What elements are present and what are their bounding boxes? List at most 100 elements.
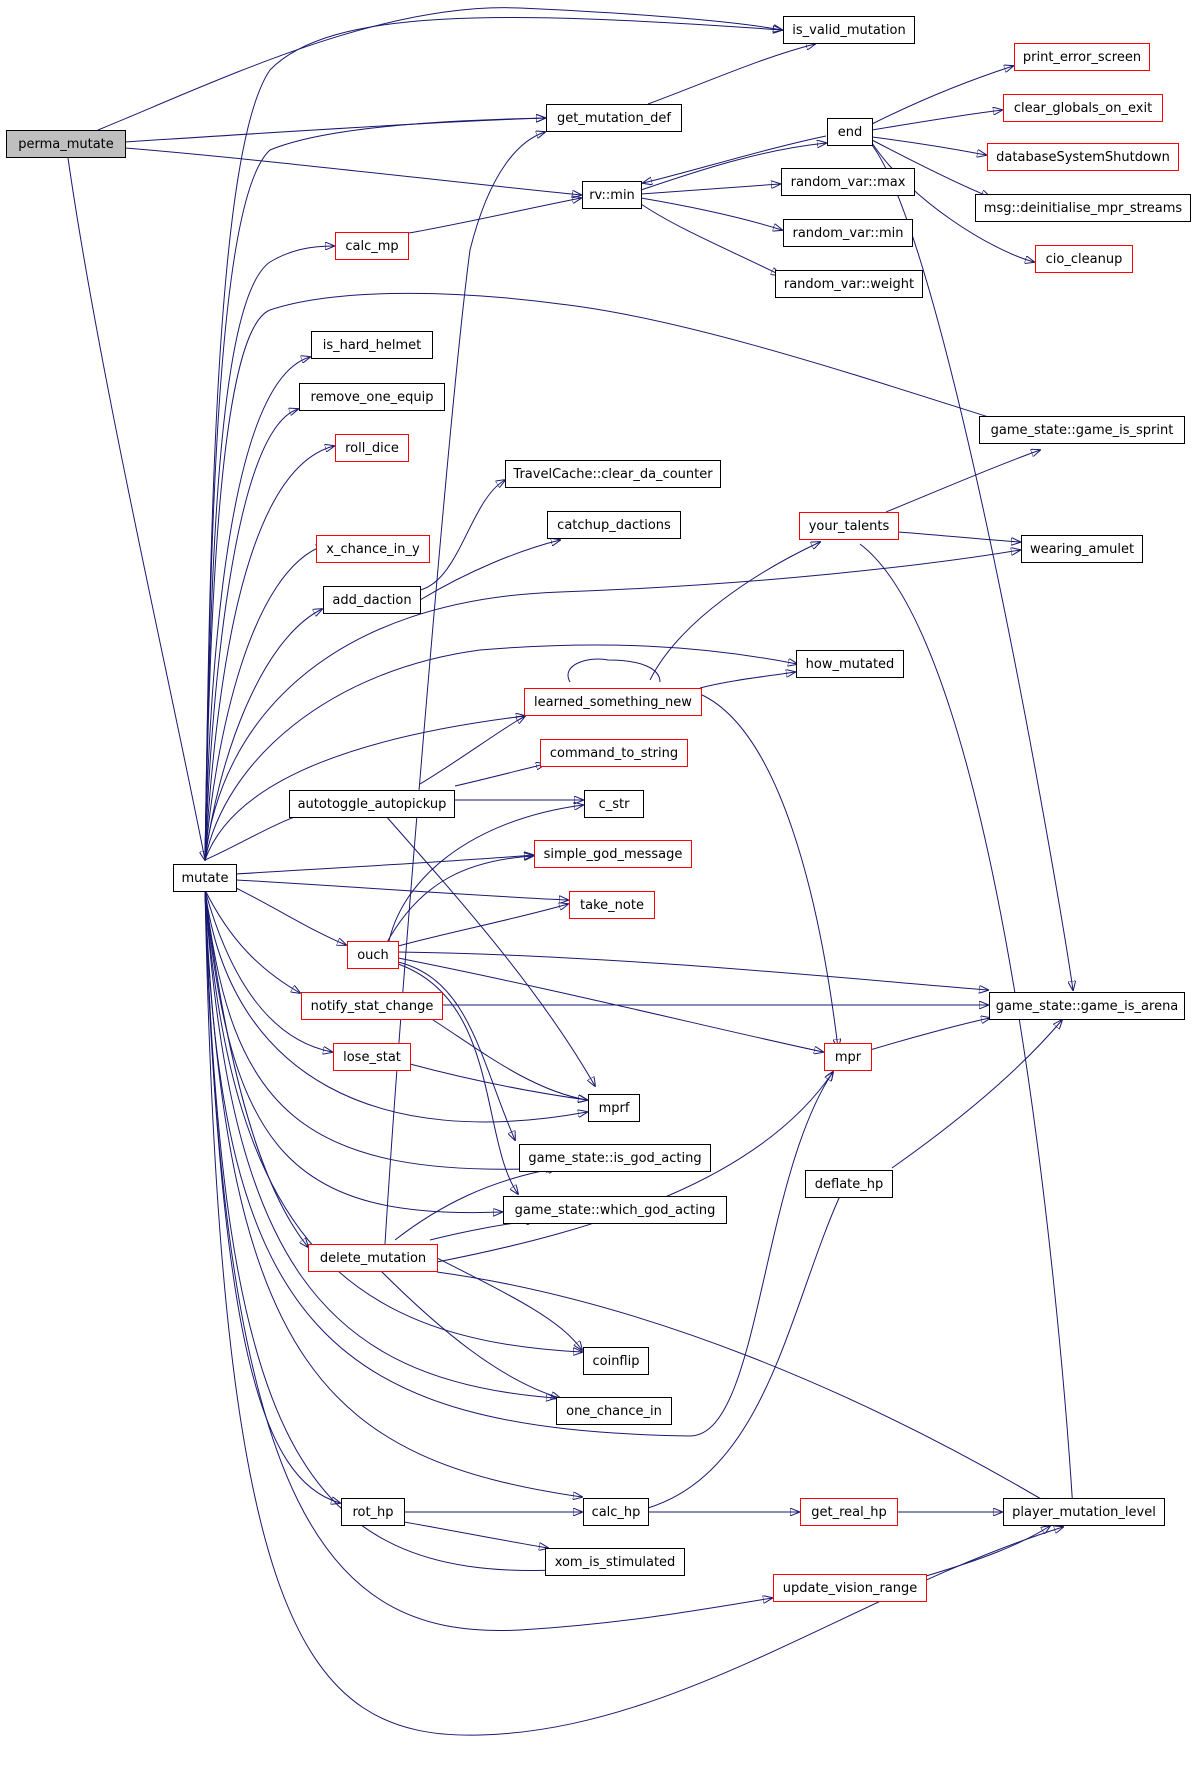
msg-deinitialise-label: msg::deinitialise_mpr_streams <box>983 200 1183 216</box>
deflate-hp-node[interactable]: deflate_hp <box>805 1170 893 1198</box>
which-god-acting-node[interactable]: game_state::which_god_acting <box>503 1196 727 1224</box>
how-mutated-label: how_mutated <box>805 656 895 672</box>
mprf-label: mprf <box>598 1100 630 1116</box>
random-var-min-node[interactable]: random_var::min <box>783 219 913 247</box>
learned-something-new-label: learned_something_new <box>534 694 692 710</box>
xom-is-stimulated-node[interactable]: xom_is_stimulated <box>545 1548 685 1576</box>
take-note-node[interactable]: take_note <box>569 891 655 919</box>
is-valid-mutation-node[interactable]: is_valid_mutation <box>783 16 915 44</box>
command-to-string-label: command_to_string <box>549 745 679 761</box>
random-var-max-node[interactable]: random_var::max <box>781 168 915 196</box>
calc-mp-label: calc_mp <box>345 238 399 254</box>
which-god-acting-label: game_state::which_god_acting <box>514 1202 716 1218</box>
database-system-shutdown-label: databaseSystemShutdown <box>996 149 1170 165</box>
get-mutation-def-label: get_mutation_def <box>556 110 672 126</box>
travelcache-clear-node[interactable]: TravelCache::clear_da_counter <box>505 460 721 488</box>
get-mutation-def-node[interactable]: get_mutation_def <box>546 104 682 132</box>
is-god-acting-node[interactable]: game_state::is_god_acting <box>519 1144 711 1172</box>
random-var-weight-node[interactable]: random_var::weight <box>775 270 923 298</box>
simple-god-message-node[interactable]: simple_god_message <box>534 840 692 868</box>
cio-cleanup-label: cio_cleanup <box>1045 251 1123 267</box>
random-var-weight-label: random_var::weight <box>783 276 915 292</box>
player-mutation-level-label: player_mutation_level <box>1012 1504 1156 1520</box>
roll-dice-label: roll_dice <box>345 440 399 456</box>
coinflip-label: coinflip <box>592 1353 640 1369</box>
rv-min-node[interactable]: rv::min <box>582 181 642 209</box>
command-to-string-node[interactable]: command_to_string <box>540 739 688 767</box>
learned-something-new-node[interactable]: learned_something_new <box>524 688 702 716</box>
remove-one-equip-label: remove_one_equip <box>310 389 434 405</box>
end-label: end <box>837 124 863 140</box>
clear-globals-on-exit-node[interactable]: clear_globals_on_exit <box>1003 94 1163 122</box>
cio-cleanup-node[interactable]: cio_cleanup <box>1035 245 1133 273</box>
game-is-arena-label: game_state::game_is_arena <box>995 998 1179 1014</box>
is-hard-helmet-node[interactable]: is_hard_helmet <box>311 331 433 359</box>
print-error-screen-label: print_error_screen <box>1022 49 1142 65</box>
update-vision-range-label: update_vision_range <box>782 1580 918 1596</box>
your-talents-label: your_talents <box>808 518 890 534</box>
get-real-hp-node[interactable]: get_real_hp <box>800 1498 898 1526</box>
update-vision-range-node[interactable]: update_vision_range <box>773 1574 927 1602</box>
wearing-amulet-label: wearing_amulet <box>1029 541 1135 557</box>
perma-mutate-label: perma_mutate <box>18 136 114 152</box>
mpr-label: mpr <box>834 1049 862 1065</box>
rot-hp-label: rot_hp <box>352 1504 394 1520</box>
mprf-node[interactable]: mprf <box>588 1094 640 1122</box>
rv-min-label: rv::min <box>589 187 635 203</box>
calc-hp-label: calc_hp <box>591 1504 641 1520</box>
lose-stat-node[interactable]: lose_stat <box>333 1043 411 1071</box>
delete-mutation-node[interactable]: delete_mutation <box>308 1244 438 1272</box>
wearing-amulet-node[interactable]: wearing_amulet <box>1021 535 1143 563</box>
take-note-label: take_note <box>580 897 644 913</box>
calc-mp-node[interactable]: calc_mp <box>335 232 409 260</box>
x-chance-in-y-node[interactable]: x_chance_in_y <box>316 535 430 563</box>
calc-hp-node[interactable]: calc_hp <box>583 1498 649 1526</box>
catchup-dactions-node[interactable]: catchup_dactions <box>547 511 681 539</box>
rot-hp-node[interactable]: rot_hp <box>341 1498 405 1526</box>
autotoggle-autopickup-node[interactable]: autotoggle_autopickup <box>289 790 455 818</box>
delete-mutation-label: delete_mutation <box>319 1250 427 1266</box>
how-mutated-node[interactable]: how_mutated <box>796 650 904 678</box>
is-god-acting-label: game_state::is_god_acting <box>528 1150 702 1166</box>
add-daction-label: add_daction <box>332 592 412 608</box>
clear-globals-on-exit-label: clear_globals_on_exit <box>1013 100 1153 116</box>
database-system-shutdown-node[interactable]: databaseSystemShutdown <box>987 143 1179 171</box>
game-is-arena-node[interactable]: game_state::game_is_arena <box>989 992 1185 1020</box>
xom-is-stimulated-label: xom_is_stimulated <box>554 1554 676 1570</box>
c-str-node[interactable]: c_str <box>584 790 644 818</box>
end-node[interactable]: end <box>827 118 873 146</box>
mutate-node[interactable]: mutate <box>173 864 237 892</box>
c-str-label: c_str <box>598 796 630 812</box>
mpr-node[interactable]: mpr <box>824 1043 872 1071</box>
msg-deinitialise-node[interactable]: msg::deinitialise_mpr_streams <box>975 194 1191 222</box>
notify-stat-change-label: notify_stat_change <box>310 998 434 1014</box>
travelcache-clear-label: TravelCache::clear_da_counter <box>513 466 713 482</box>
is-valid-mutation-label: is_valid_mutation <box>792 22 906 38</box>
ouch-node[interactable]: ouch <box>347 941 399 969</box>
random-var-max-label: random_var::max <box>790 174 906 190</box>
your-talents-node[interactable]: your_talents <box>799 512 899 540</box>
perma-mutate-node[interactable]: perma_mutate <box>6 130 126 158</box>
random-var-min-label: random_var::min <box>792 225 904 241</box>
add-daction-node[interactable]: add_daction <box>323 586 421 614</box>
one-chance-in-node[interactable]: one_chance_in <box>556 1397 672 1425</box>
x-chance-in-y-label: x_chance_in_y <box>326 541 420 557</box>
game-is-sprint-node[interactable]: game_state::game_is_sprint <box>979 416 1185 444</box>
ouch-label: ouch <box>357 947 389 963</box>
player-mutation-level-node[interactable]: player_mutation_level <box>1003 1498 1165 1526</box>
notify-stat-change-node[interactable]: notify_stat_change <box>301 992 443 1020</box>
simple-god-message-label: simple_god_message <box>543 846 683 862</box>
coinflip-node[interactable]: coinflip <box>583 1347 649 1375</box>
get-real-hp-label: get_real_hp <box>811 1504 887 1520</box>
autotoggle-autopickup-label: autotoggle_autopickup <box>297 796 447 812</box>
catchup-dactions-label: catchup_dactions <box>557 517 671 533</box>
print-error-screen-node[interactable]: print_error_screen <box>1014 43 1150 71</box>
game-is-sprint-label: game_state::game_is_sprint <box>990 422 1174 438</box>
deflate-hp-label: deflate_hp <box>814 1176 884 1192</box>
remove-one-equip-node[interactable]: remove_one_equip <box>299 383 445 411</box>
mutate-label: mutate <box>181 870 229 886</box>
roll-dice-node[interactable]: roll_dice <box>335 434 409 462</box>
is-hard-helmet-label: is_hard_helmet <box>322 337 422 353</box>
